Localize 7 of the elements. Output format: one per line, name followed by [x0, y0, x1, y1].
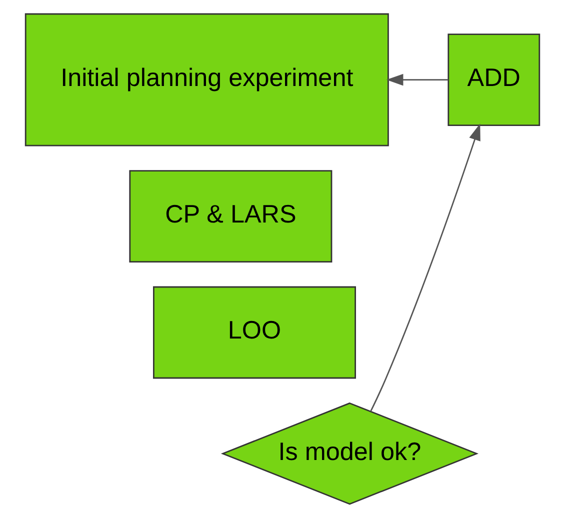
node-box: Initial planning experiment	[24, 13, 389, 146]
node-box: ADD	[448, 34, 540, 126]
arrow	[386, 74, 448, 86]
node-box: LOO	[153, 286, 356, 379]
arrow	[370, 124, 480, 412]
node-box: CP & LARS	[129, 170, 332, 262]
node-diamond: Is model ok?	[220, 402, 478, 505]
